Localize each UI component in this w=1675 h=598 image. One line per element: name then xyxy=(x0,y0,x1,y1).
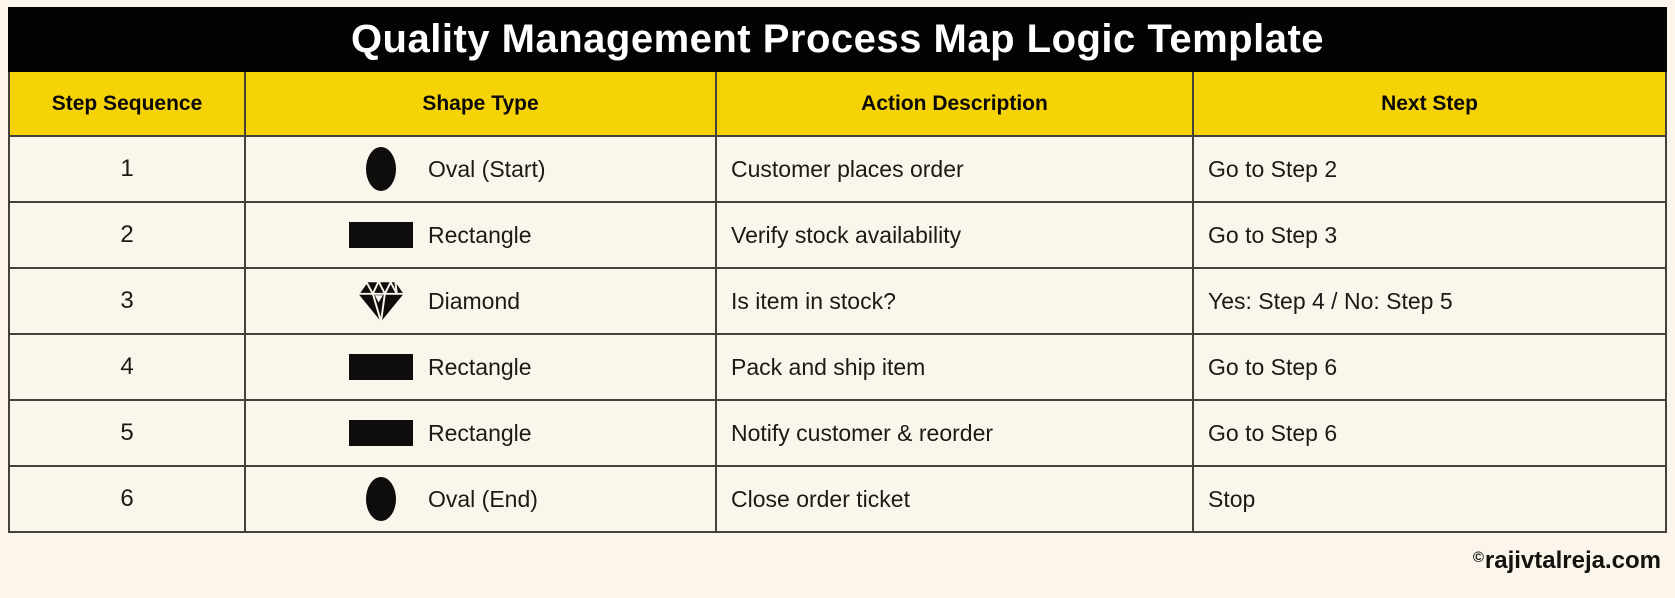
shape-type-cell: Oval (End) xyxy=(246,467,717,531)
copyright-icon: © xyxy=(1472,548,1484,566)
table-body: Step Sequence Shape Type Action Descript… xyxy=(8,72,1667,533)
diamond-icon xyxy=(357,279,405,324)
shape-type-label: Diamond xyxy=(428,287,521,314)
shape-type-label: Oval (Start) xyxy=(428,155,546,182)
step-sequence-cell: 2 xyxy=(10,203,246,267)
shape-type-cell: Oval (Start) xyxy=(246,137,717,201)
table-row: 3 xyxy=(10,267,1665,333)
table-row: 2 Rectangle Verify stock availability Go… xyxy=(10,201,1665,267)
step-sequence-cell: 4 xyxy=(10,335,246,399)
shape-type-cell: Rectangle xyxy=(246,401,717,465)
step-sequence-cell: 6 xyxy=(10,467,246,531)
column-header-shape-type: Shape Type xyxy=(246,72,717,135)
column-header-action-description: Action Description xyxy=(717,72,1194,135)
next-step-cell: Go to Step 2 xyxy=(1208,155,1338,182)
shape-type-cell: Rectangle xyxy=(246,203,717,267)
shape-type-label: Rectangle xyxy=(428,353,532,380)
oval-icon xyxy=(366,147,396,191)
rectangle-icon xyxy=(349,222,413,248)
table-row: 6 Oval (End) Close order ticket Stop xyxy=(10,465,1665,531)
next-step-cell: Go to Step 3 xyxy=(1208,221,1338,248)
rectangle-icon xyxy=(349,354,413,380)
process-map-table: Quality Management Process Map Logic Tem… xyxy=(8,7,1667,533)
action-description-cell: Verify stock availability xyxy=(717,203,1194,267)
watermark: ©rajivtalreja.com xyxy=(8,547,1667,575)
table-row: 4 Rectangle Pack and ship item Go to Ste… xyxy=(10,333,1665,399)
action-description-cell: Notify customer & reorder xyxy=(717,401,1194,465)
next-step-cell: Go to Step 6 xyxy=(1208,353,1338,380)
table-header-row: Step Sequence Shape Type Action Descript… xyxy=(10,72,1665,135)
rectangle-icon xyxy=(349,420,413,446)
shape-type-label: Rectangle xyxy=(428,221,532,248)
shape-type-label: Rectangle xyxy=(428,419,532,446)
action-description-cell: Customer places order xyxy=(717,137,1194,201)
shape-type-cell: Rectangle xyxy=(246,335,717,399)
watermark-text: rajivtalreja.com xyxy=(1484,547,1661,574)
page-title: Quality Management Process Map Logic Tem… xyxy=(350,17,1325,61)
step-sequence-cell: 5 xyxy=(10,401,246,465)
action-description-cell: Close order ticket xyxy=(717,467,1194,531)
title-bar: Quality Management Process Map Logic Tem… xyxy=(8,7,1667,72)
oval-icon xyxy=(366,477,396,521)
action-description-cell: Pack and ship item xyxy=(717,335,1194,399)
table-row: 1 Oval (Start) Customer places order Go … xyxy=(10,135,1665,201)
action-description-cell: Is item in stock? xyxy=(717,269,1194,333)
shape-type-cell: Diamond xyxy=(246,269,717,333)
table-row: 5 Rectangle Notify customer & reorder Go… xyxy=(10,399,1665,465)
next-step-cell: Yes: Step 4 / No: Step 5 xyxy=(1208,287,1453,314)
next-step-cell: Stop xyxy=(1208,485,1256,512)
column-header-next-step: Next Step xyxy=(1381,91,1478,115)
column-header-step-sequence: Step Sequence xyxy=(10,72,246,135)
step-sequence-cell: 1 xyxy=(10,137,246,201)
shape-type-label: Oval (End) xyxy=(428,485,538,512)
next-step-cell: Go to Step 6 xyxy=(1208,419,1338,446)
step-sequence-cell: 3 xyxy=(10,269,246,333)
